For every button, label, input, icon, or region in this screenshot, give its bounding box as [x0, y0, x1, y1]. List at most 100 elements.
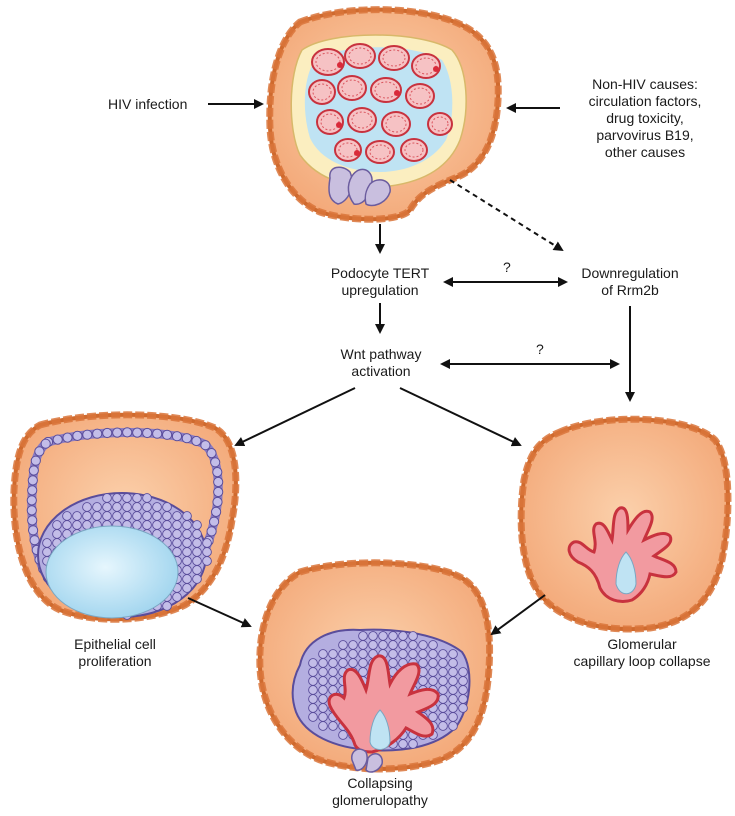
podocyte-cell	[28, 476, 37, 485]
podocyte-cell	[319, 659, 328, 668]
podocyte-cell	[319, 713, 328, 722]
non-hiv-line-4: parvovirus B19,	[560, 127, 730, 144]
podocyte-cell	[153, 512, 162, 521]
capillary-loop	[317, 110, 343, 134]
podocyte-cell	[113, 494, 122, 503]
podocyte-cell	[449, 713, 458, 722]
podocyte-cell	[419, 659, 428, 668]
podocyte-cell	[133, 512, 142, 521]
podocyte-cell	[379, 632, 388, 641]
podocyte-cell	[113, 503, 122, 512]
podocyte-cell	[459, 695, 468, 704]
podocyte-cell	[103, 428, 112, 437]
podocyte-cell	[439, 704, 448, 713]
podocyte-cell	[29, 466, 38, 475]
podocyte-cell	[28, 526, 37, 535]
podocyte-cell	[309, 677, 318, 686]
left-lumen	[46, 526, 178, 618]
podocyte-cell	[449, 668, 458, 677]
collapsing-line-2: glomerulopathy	[320, 792, 440, 809]
podocyte-cell	[183, 575, 192, 584]
podocyte-cell	[103, 512, 112, 521]
podocyte-cell	[203, 539, 212, 548]
podocyte-cell	[214, 477, 223, 486]
podocyte-cell	[163, 512, 172, 521]
podocyte-cell	[459, 704, 468, 713]
podocyte-cell	[63, 512, 72, 521]
podocyte-cell	[183, 557, 192, 566]
podocyte-cell	[309, 695, 318, 704]
podocyte-cell	[319, 668, 328, 677]
podocyte-cell	[359, 641, 368, 650]
podocyte-cell	[143, 494, 152, 503]
podocyte-cell	[173, 512, 182, 521]
podocyte-cell	[207, 449, 216, 458]
non-hiv-line-3: drug toxicity,	[560, 110, 730, 127]
capillary-loop	[348, 108, 376, 132]
podocyte-cell	[93, 429, 102, 438]
podocyte-cell	[309, 704, 318, 713]
podocyte-cell	[211, 458, 220, 467]
podocyte-cell	[429, 650, 438, 659]
non-hiv-line-2: circulation factors,	[560, 93, 730, 110]
podocyte-cell	[213, 497, 222, 506]
podocyte-cell	[93, 503, 102, 512]
podocyte-cell	[429, 668, 438, 677]
podocyte-cell	[30, 536, 39, 545]
podocyte-cell	[329, 722, 338, 731]
podocyte-cell	[123, 428, 132, 437]
podocyte-cell	[103, 494, 112, 503]
capillary-loop	[335, 139, 361, 161]
podocyte-cell	[103, 503, 112, 512]
podocyte-cell	[319, 704, 328, 713]
podocyte-cell	[214, 487, 223, 496]
podocyte-cell	[439, 668, 448, 677]
podocyte-cell	[399, 650, 408, 659]
capillary-loop	[379, 46, 409, 70]
podocyte-cell	[183, 584, 192, 593]
podocyte-cell	[83, 503, 92, 512]
podocyte-cell	[359, 632, 368, 641]
podocyte-cell	[73, 512, 82, 521]
podocyte-cell	[163, 530, 172, 539]
arrow-capillary-to-collapsing	[492, 595, 545, 634]
podocyte-cell	[389, 641, 398, 650]
podocyte-cell	[449, 686, 458, 695]
podocyte-cell	[53, 435, 62, 444]
podocyte-cell	[459, 686, 468, 695]
arrow-wnt-to-epithelial	[236, 388, 355, 445]
wnt-line-1: Wnt pathway	[316, 346, 446, 363]
label-podocyte-tert: Podocyte TERT upregulation	[310, 265, 450, 299]
tert-line-1: Podocyte TERT	[310, 265, 450, 282]
podocyte-cell	[379, 641, 388, 650]
podocyte-cell	[193, 521, 202, 530]
podocyte-cell	[309, 713, 318, 722]
podocyte-cell	[183, 512, 192, 521]
podocyte-cell	[409, 641, 418, 650]
rrm2b-line-1: Downregulation	[565, 265, 695, 282]
podocyte-cell	[193, 548, 202, 557]
podocyte-cell	[123, 512, 132, 521]
capillary-loop	[371, 78, 401, 102]
normal-glomerulus	[270, 10, 498, 220]
non-hiv-line-1: Non-HIV causes:	[560, 76, 730, 93]
capillary-loop	[428, 113, 452, 135]
label-non-hiv-causes: Non-HIV causes: circulation factors, dru…	[560, 76, 730, 161]
podocyte-cell	[349, 659, 358, 668]
podocyte-cell	[309, 668, 318, 677]
podocyte-cell	[459, 668, 468, 677]
podocyte-cell	[349, 650, 358, 659]
podocyte-cell	[83, 430, 92, 439]
capillary-loop	[309, 80, 335, 104]
wnt-line-2: activation	[316, 363, 446, 380]
podocyte-cell	[203, 548, 212, 557]
podocyte-cell	[53, 521, 62, 530]
podocyte-cell	[35, 447, 44, 456]
podocyte-cell	[192, 436, 201, 445]
podocyte-cell	[173, 530, 182, 539]
podocyte-cell	[439, 659, 448, 668]
podocyte-cell	[207, 527, 216, 536]
podocyte-cell	[329, 659, 338, 668]
podocyte-cell	[183, 548, 192, 557]
